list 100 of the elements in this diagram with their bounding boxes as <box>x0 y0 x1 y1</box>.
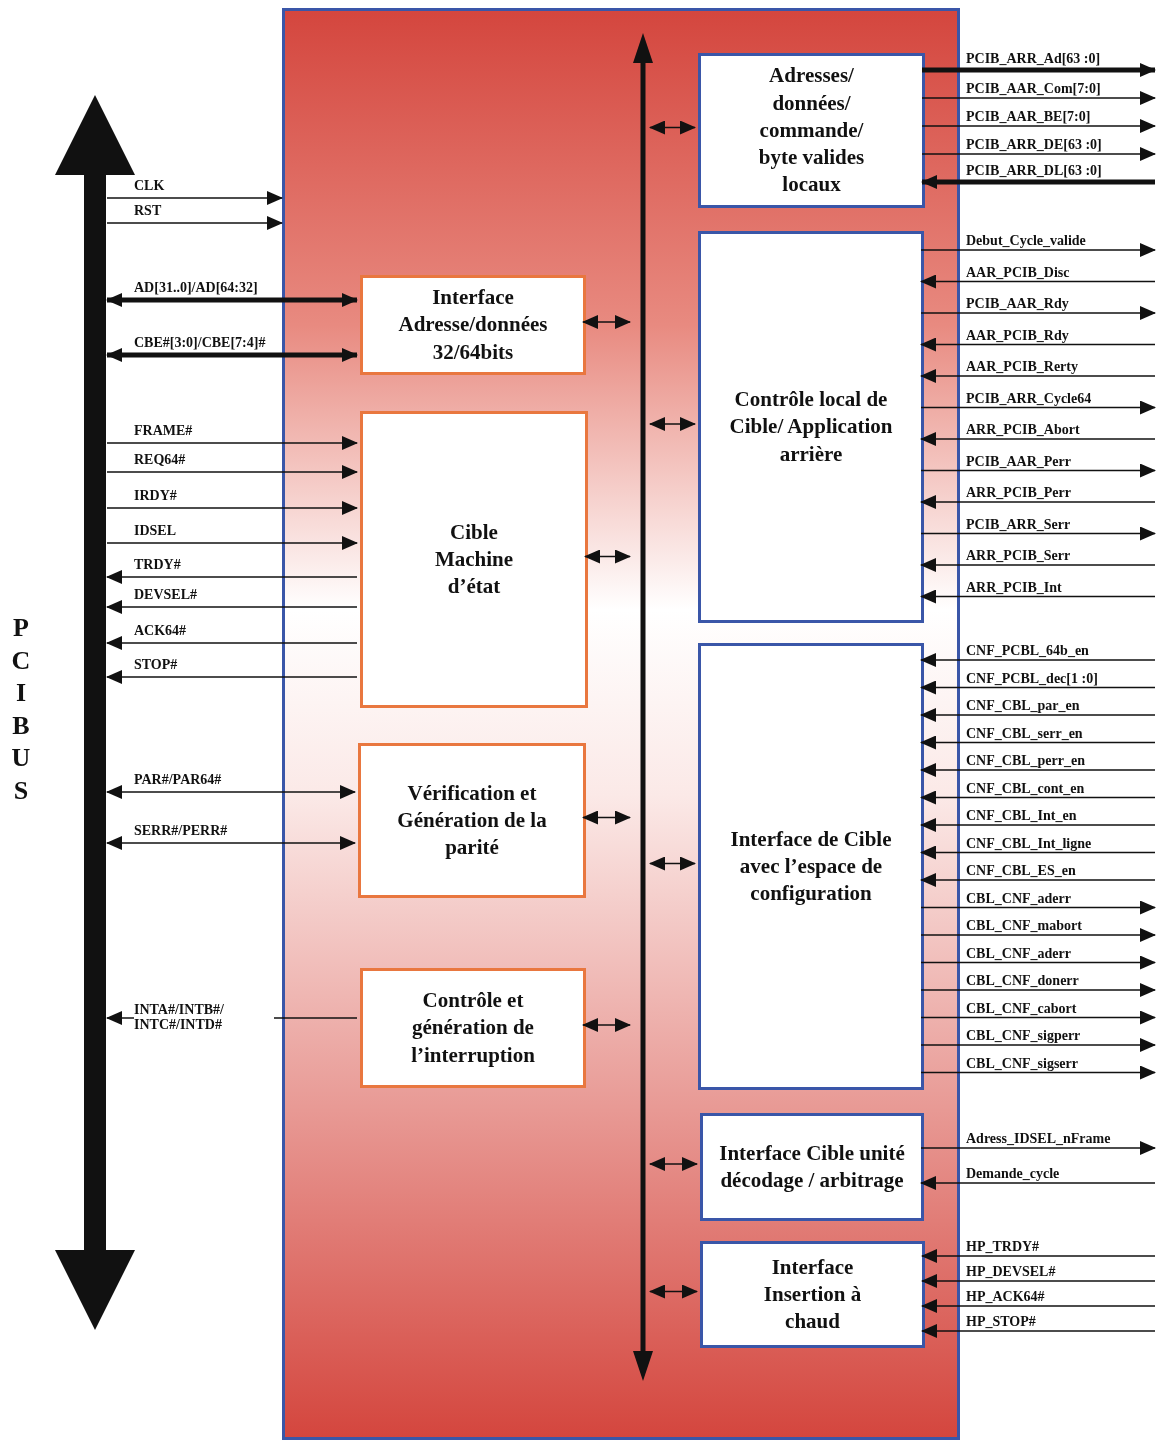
edge-label: PCIB_AAR_Perr <box>966 454 1071 469</box>
edge-label: AD[31..0]/AD[64:32] <box>134 281 258 295</box>
edge-label: CBL_CNF_donerr <box>966 974 1079 988</box>
signal-arrow <box>920 928 1156 942</box>
signal-arrow <box>106 600 358 614</box>
block-box <box>700 1113 924 1221</box>
edge-label: Adress_IDSEL_nFrame <box>966 1132 1111 1146</box>
edge-label: HP_ACK64# <box>966 1290 1045 1304</box>
edge-label: AAR_PCIB_Disc <box>966 265 1070 280</box>
signal-arrow <box>106 501 358 515</box>
edge-label: PCIB_ARR_DL[63 :0] <box>966 164 1102 178</box>
edge-label: CNF_CBL_Int_ligne <box>966 836 1092 851</box>
edge-label: CBL_CNF_sigperr <box>966 1029 1081 1043</box>
edge-label: CNF_CBL_cont_en <box>966 781 1085 796</box>
signal-arrow <box>921 91 1156 105</box>
signal-arrow <box>922 63 1156 77</box>
edge-label: IRDY# <box>134 489 177 503</box>
edge-label: TRDY# <box>134 558 181 572</box>
bus-connector-arrow <box>582 1018 631 1032</box>
signal-arrow <box>920 526 1156 541</box>
signal-arrow <box>920 1038 1156 1052</box>
signal-arrow <box>920 495 1156 509</box>
edge-label: CBL_CNF_mabort <box>966 919 1082 933</box>
signal-arrow <box>921 1274 1156 1288</box>
edge-label: CBL_CNF_aderr <box>966 891 1071 906</box>
bus-connector-arrow <box>649 856 696 871</box>
edge-label: PCIB_ARR_Serr <box>966 517 1071 532</box>
signal-arrow <box>920 558 1156 572</box>
block-box <box>360 968 586 1088</box>
bus-connector-arrow <box>582 315 631 329</box>
signal-arrow <box>920 790 1156 805</box>
signal-arrow <box>106 191 283 205</box>
block-title: Adresses/ données/ commande/ byte valides locaux <box>757 62 866 199</box>
block-box <box>358 743 586 898</box>
signal-arrow <box>920 955 1156 970</box>
edge-label: CNF_CBL_serr_en <box>966 726 1083 741</box>
edge-label: Debut_Cycle_valide <box>966 234 1086 248</box>
edge-label: AAR_PCIB_Rdy <box>966 328 1069 343</box>
block-title: Interface Insertion à chaud <box>762 1253 863 1336</box>
edge-label: PCIB_AAR_BE[7:0] <box>966 110 1091 124</box>
edge-label: ACK64# <box>134 624 187 638</box>
signal-arrow <box>920 432 1156 446</box>
signal-arrow <box>920 306 1156 320</box>
signal-arrow <box>920 1065 1156 1080</box>
signal-arrow <box>106 570 358 584</box>
edge-label: HP_TRDY# <box>966 1240 1040 1254</box>
bus-connector-arrow <box>582 810 631 825</box>
edge-label: CNF_CBL_perr_en <box>966 754 1085 768</box>
signal-arrow <box>920 1010 1156 1025</box>
signal-arrow <box>921 119 1156 133</box>
signal-arrow <box>920 589 1156 604</box>
bus-connector-arrow <box>584 549 631 564</box>
block-box <box>360 411 588 708</box>
signal-arrow <box>106 436 358 450</box>
edge-label: CBL_CNF_cabort <box>966 1001 1077 1016</box>
block-title: Interface de Cible avec l’espace de configuration <box>729 825 893 908</box>
signal-arrow <box>106 348 358 362</box>
signal-arrow <box>920 463 1156 478</box>
signal-arrow <box>920 845 1156 860</box>
block-title: Vérification et Génération de la parité <box>396 779 548 862</box>
bus-connector-arrow <box>649 417 696 431</box>
edge-label: CNF_PCBL_64b_en <box>966 644 1089 658</box>
bus-connector-arrow <box>649 120 696 135</box>
vertical-label: PCI BUS <box>10 612 32 807</box>
edge-label: CNF_PCBL_dec[1 :0] <box>966 671 1098 686</box>
signal-arrow <box>921 1299 1156 1313</box>
signal-arrow <box>106 536 358 550</box>
signal-arrow <box>920 1141 1156 1155</box>
block-box <box>698 643 924 1090</box>
signal-arrow <box>920 983 1156 997</box>
signal-arrow <box>106 216 283 230</box>
signal-arrow <box>920 873 1156 887</box>
signal-arrow <box>920 369 1156 383</box>
edge-label: DEVSEL# <box>134 588 198 602</box>
signal-arrow <box>106 670 358 684</box>
signal-arrow <box>920 274 1156 289</box>
edge-label: PCIB_AAR_Rdy <box>966 297 1069 311</box>
signal-arrow <box>920 337 1156 352</box>
edge-label: SERR#/PERR# <box>134 824 228 838</box>
edge-label: PCIB_ARR_Cycle64 <box>966 391 1092 406</box>
bus-connector-arrow <box>649 1284 698 1299</box>
signal-arrow <box>106 785 356 799</box>
edge-label: CBL_CNF_aderr <box>966 946 1071 961</box>
signal-arrow <box>920 243 1156 257</box>
edge-label: STOP# <box>134 658 178 672</box>
signal-arrow <box>920 680 1156 695</box>
block-box <box>698 53 925 208</box>
module-block <box>282 8 960 1440</box>
edge-label: PAR#/PAR64# <box>134 773 222 787</box>
signal-arrow <box>921 175 1155 189</box>
signal-arrow <box>921 1249 1156 1263</box>
signal-arrow <box>920 818 1156 832</box>
edge-label: PCIB_ARR_DE[63 :0] <box>966 138 1102 152</box>
signal-arrow <box>106 836 356 850</box>
signal-arrow <box>106 636 358 650</box>
edge-label: REQ64# <box>134 453 186 467</box>
signal-arrow <box>920 708 1156 722</box>
signal-arrow <box>920 400 1156 415</box>
edge-label: ARR_PCIB_Abort <box>966 423 1080 437</box>
block-box <box>700 1241 925 1348</box>
